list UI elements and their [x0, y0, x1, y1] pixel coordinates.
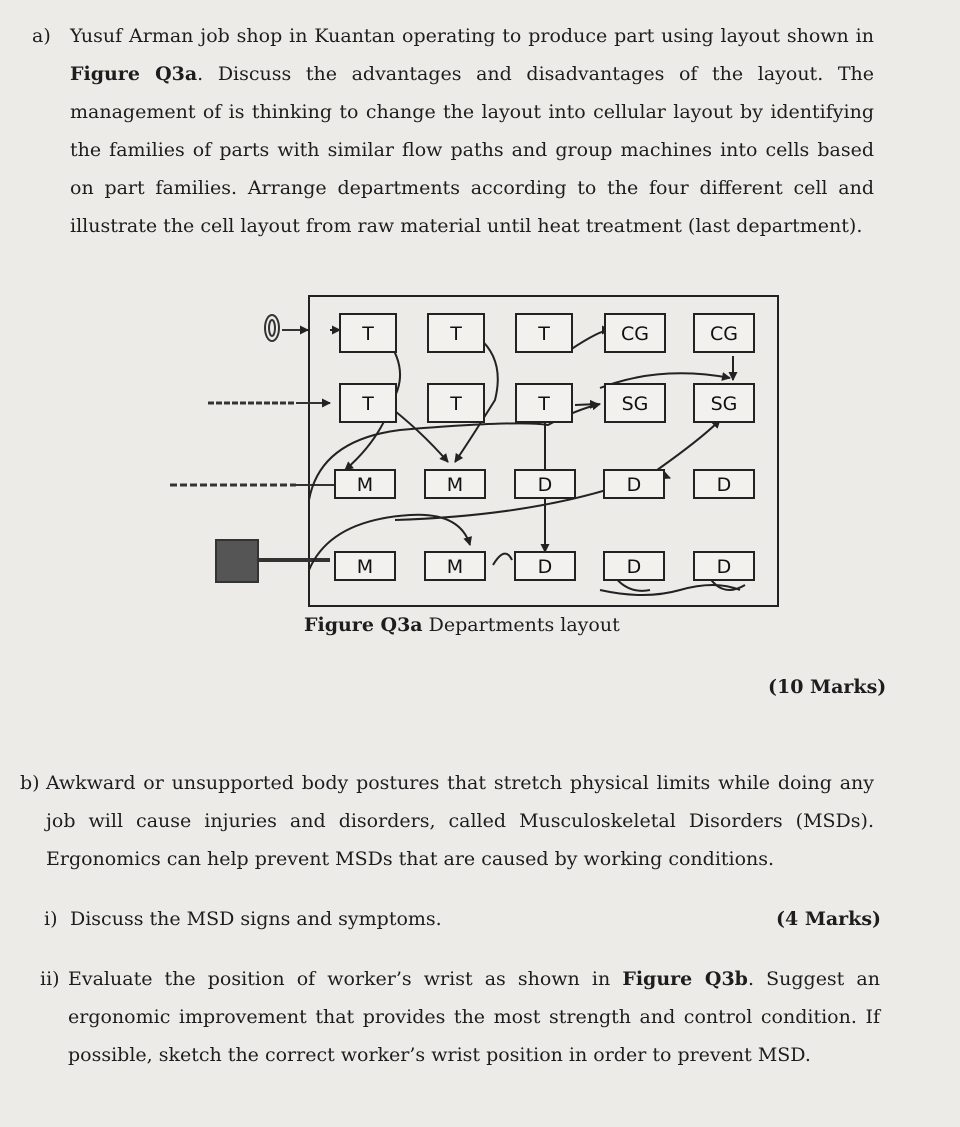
dept-label-r4-5: D: [717, 556, 732, 578]
question-a-text-part2: . Discuss the advantages and disadvantag…: [70, 63, 874, 237]
dept-label-r2-4: SG: [622, 393, 649, 415]
figure-q3a-reference: Figure Q3a: [70, 63, 198, 85]
dept-box-r1-3: [515, 313, 573, 353]
dept-box-r1-5: [693, 313, 755, 353]
dept-box-r4-3: [514, 551, 576, 581]
dept-label-r3-3: D: [538, 474, 553, 496]
question-b-ii-text: Evaluate the position of worker’s wrist …: [68, 960, 880, 1074]
figure-q3a-caption: Figure Q3a Departments layout: [304, 614, 620, 636]
dept-box-r1-2: [427, 313, 485, 353]
dept-box-r2-3: [515, 383, 573, 423]
dept-label-r1-4: CG: [621, 323, 649, 345]
figure-q3a-diagram: T T T CG CG T T T SG SG M M D D D M M D …: [170, 295, 779, 607]
dept-box-r4-1: [334, 551, 396, 581]
dept-label-r3-5: D: [717, 474, 732, 496]
departments: [334, 313, 755, 581]
question-b-i-text: Discuss the MSD signs and symptoms.: [70, 908, 442, 930]
layout-frame: [308, 295, 779, 607]
dept-box-r2-4: [604, 383, 666, 423]
dept-box-r2-2: [427, 383, 485, 423]
dept-label-r1-1: T: [361, 323, 374, 345]
dept-label-r4-4: D: [627, 556, 642, 578]
figure-caption-bold: Figure Q3a: [304, 614, 423, 636]
dept-label-r3-4: D: [627, 474, 642, 496]
question-b-i-label: i): [44, 908, 58, 930]
dept-label-r4-2: M: [447, 556, 463, 578]
dept-box-r1-1: [339, 313, 397, 353]
question-a-text-part1: Yusuf Arman job shop in Kuantan operatin…: [70, 25, 874, 47]
dept-box-r3-3: [514, 469, 576, 499]
dept-box-r3-1: [334, 469, 396, 499]
dept-box-r2-1: [339, 383, 397, 423]
dept-label-r3-2: M: [447, 474, 463, 496]
figure-caption-rest: Departments layout: [422, 614, 620, 636]
question-b-ii-text-part2: . Suggest an ergonomic improvement that …: [68, 968, 880, 1066]
dept-box-r4-5: [693, 551, 755, 581]
dept-label-r4-3: D: [538, 556, 553, 578]
dept-label-r3-1: M: [357, 474, 373, 496]
dept-box-r3-5: [693, 469, 755, 499]
question-b-ii-label: ii): [40, 968, 60, 990]
raw-material-inputs: [170, 314, 335, 583]
dept-box-r1-4: [604, 313, 666, 353]
dept-label-r2-5: SG: [711, 393, 738, 415]
dept-label-r1-2: T: [449, 323, 462, 345]
dept-label-r2-2: T: [449, 393, 462, 415]
question-b-ii-text-part1: Evaluate the position of worker’s wrist …: [68, 968, 623, 990]
figure-q3b-reference: Figure Q3b: [622, 968, 748, 990]
dept-box-r4-4: [603, 551, 665, 581]
dept-label-r2-3: T: [537, 393, 550, 415]
question-b-label: b): [20, 772, 40, 794]
dept-box-r3-2: [424, 469, 486, 499]
dept-box-r4-2: [424, 551, 486, 581]
dept-label-r2-1: T: [361, 393, 374, 415]
dept-label-r1-5: CG: [710, 323, 738, 345]
dept-label-r1-3: T: [537, 323, 550, 345]
dept-label-r4-1: M: [357, 556, 373, 578]
dept-box-r3-4: [603, 469, 665, 499]
question-a-label: a): [32, 25, 51, 47]
dept-box-r2-5: [693, 383, 755, 423]
question-a-text: Yusuf Arman job shop in Kuantan operatin…: [70, 17, 874, 245]
question-b-i-marks: (4 Marks): [776, 908, 882, 930]
question-a-marks: (10 Marks): [768, 676, 887, 698]
question-b-text: Awkward or unsupported body postures tha…: [46, 772, 874, 870]
